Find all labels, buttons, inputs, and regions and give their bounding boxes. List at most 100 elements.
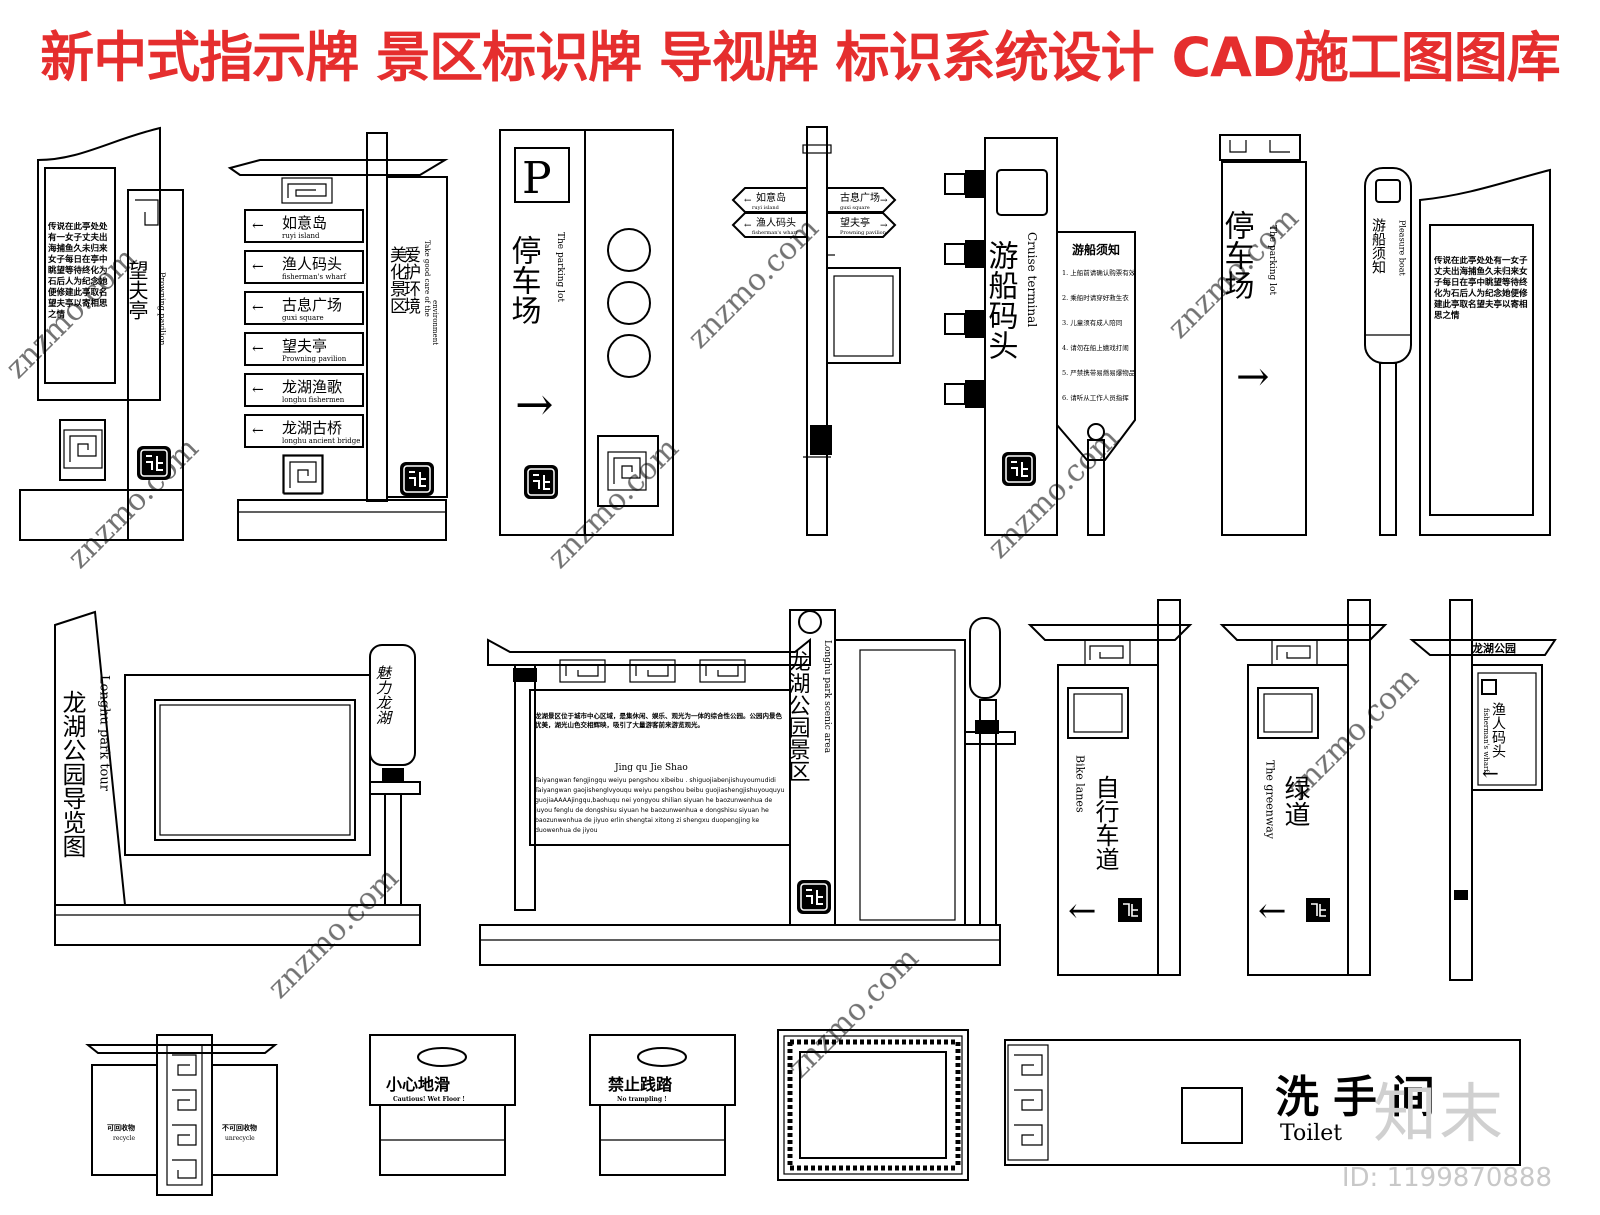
slogan-line-2: 美化景区 xyxy=(386,246,407,314)
ornamental-frame xyxy=(777,1029,969,1181)
greenway-arrow: ← xyxy=(1258,891,1287,931)
intro-side-en: Longhu park scenic area xyxy=(822,640,832,754)
bin-left-en: recycle xyxy=(113,1135,135,1142)
dir-arrow: ← xyxy=(252,382,264,398)
toilet-sign: 洗手间 Toilet xyxy=(1004,1039,1521,1166)
dir-item-cn: 古息广场 xyxy=(282,296,342,314)
arm-arrow: → xyxy=(880,221,888,231)
dir-item-en: longhu ancient bridge xyxy=(282,437,360,445)
toilet-en: Toilet xyxy=(1280,1121,1342,1146)
dir-arrow: ← xyxy=(252,423,264,439)
wharf-arrow: ← xyxy=(1482,761,1499,785)
wet-floor-cn: 小心地滑 xyxy=(386,1075,450,1094)
tour-map-side: 魅力龙湖 xyxy=(374,665,393,725)
parking-cn: 停车场 xyxy=(506,235,542,325)
parking-arrow: → xyxy=(515,377,554,431)
arm-arrow: ← xyxy=(744,221,752,231)
dir-item-cn: 渔人码头 xyxy=(282,255,342,273)
cruise-en: Cruise terminal xyxy=(1025,232,1039,327)
dir-arrow: ← xyxy=(252,300,264,316)
parking-p-symbol: P xyxy=(522,153,552,204)
parking-small-arrow: → xyxy=(1236,354,1270,400)
dir-item-en: longhu fishermen xyxy=(282,396,345,404)
parking-small-en: The parking lot xyxy=(1267,225,1277,295)
cruise-notice-line: 5. 严禁携带易燃易爆物品 xyxy=(1062,368,1135,377)
greenway-en: The greenway xyxy=(1264,760,1277,840)
no-trampling-sign: 禁止践踏 No trampling ! xyxy=(589,1034,736,1176)
dir-arrow: ← xyxy=(252,259,264,275)
arm-arrow: ← xyxy=(744,196,752,206)
directory-signpost: ← 如意岛 ruyi island ← 渔人码头 fisherman's wha… xyxy=(227,132,449,541)
banner: 新中式指示牌 景区标识牌 导视牌 标识系统设计 CAD施工图图库 xyxy=(0,18,1600,98)
cruise-notice-line: 3. 儿童须有成人陪同 xyxy=(1062,318,1122,327)
scenic-intro-board: 龙湖景区位于城市中心区域，是集休闲、娱乐、观光为一体的综合性公园。公园内景色优美… xyxy=(479,609,1016,966)
watermark-text: znzmo.com xyxy=(261,861,406,1006)
cruise-terminal-sign: 游船码头 Cruise terminal 游船须知 1. 上船前请确认购票有效 … xyxy=(944,137,1136,536)
cruise-notice-line: 6. 请听从工作人员指挥 xyxy=(1062,393,1129,402)
dir-item-en: fisherman's wharf xyxy=(282,273,347,281)
dir-item-cn: 如意岛 xyxy=(282,214,327,232)
wharf-post-sign: 龙湖公园 渔人码头 fisherman's wharf ← xyxy=(1409,599,1557,981)
parking-lot-board: P 停车场 The parking lot → xyxy=(499,129,674,536)
image-id: ID: 1199870888 xyxy=(1341,1163,1552,1193)
intro-side-cn: 龙湖公园景区 xyxy=(785,650,811,782)
dir-item-cn: 龙湖古桥 xyxy=(282,419,342,437)
intro-title: Jing qu Jie Shao xyxy=(614,763,688,773)
arm-cn: 古息广场 xyxy=(840,191,880,204)
cruise-notice-line: 4. 请勿在船上嬉戏打闹 xyxy=(1062,343,1129,352)
pleasure-story: 传说在此亭处处有一女子丈夫出海捕鱼久未归来女子每日在亭中眺望等待终化为石后人为纪… xyxy=(1434,256,1528,321)
no-trampling-cn: 禁止践踏 xyxy=(608,1075,673,1094)
arm-en: ruyi island xyxy=(752,205,780,211)
dir-arrow: ← xyxy=(252,218,264,234)
tour-map-board: 龙湖公园导览图 Longhu park tour 魅力龙湖 xyxy=(54,610,421,946)
wet-floor-en: Cautious! Wet Floor ! xyxy=(393,1096,465,1103)
arm-cn: 渔人码头 xyxy=(756,217,796,229)
slogan-line-1: 爱护环境 xyxy=(400,246,421,314)
parking-lot-small-board: 停车场 The parking lot → xyxy=(1219,134,1307,536)
arm-cn: 望夫亭 xyxy=(840,216,870,229)
dir-item-en: ruyi island xyxy=(282,232,320,240)
dir-item-en: Prowning pavilion xyxy=(282,355,347,363)
cruise-notice-title: 游船须知 xyxy=(1072,242,1120,257)
recycle-bins: 可回收物 recycle 不可回收物 unrecycle xyxy=(85,1034,278,1196)
cruise-notice-line: 1. 上船前请确认购票有效 xyxy=(1062,268,1136,277)
intro-cn-body: 龙湖景区位于城市中心区域，是集休闲、娱乐、观光为一体的综合性公园。公园内景色优美… xyxy=(535,712,782,729)
dir-item-en: guxi square xyxy=(282,314,324,322)
slogan-en-2: environment xyxy=(431,300,439,345)
arm-en: fisherman's wharf xyxy=(752,230,799,236)
slogan-en-1: Take good care of the xyxy=(423,240,431,317)
wangfu-name-cn: 望夫亭 xyxy=(125,260,149,320)
cruise-cn: 游船码头 xyxy=(983,240,1019,360)
parking-en: The parking lot xyxy=(555,232,565,302)
dir-arrow: ← xyxy=(252,341,264,357)
bollards xyxy=(944,170,985,408)
wharf-cn: 渔人码头 xyxy=(1490,702,1506,758)
bin-left-cn: 可回收物 xyxy=(107,1123,135,1132)
arm-en: Prowning pavilion xyxy=(840,230,887,236)
arm-en: guxi square xyxy=(840,205,870,211)
greenway-cn: 绿道 xyxy=(1280,775,1310,827)
dir-item-cn: 望夫亭 xyxy=(282,337,327,355)
directory-items: ← 如意岛 ruyi island ← 渔人码头 fisherman's wha… xyxy=(244,209,364,448)
intro-en-body: Taiyangwan fengjingqu weiyu pengshou xib… xyxy=(535,777,785,834)
arm-signpost: ← 如意岛 ruyi island ← 渔人码头 fisherman's wha… xyxy=(731,126,901,536)
pleasure-boat-sign: 游船须知 Pleasure boat 传说在此亭处处有一女子丈夫出海捕鱼久未归来… xyxy=(1364,167,1551,536)
watermark-layer: znzmo.com znzmo.com znzmo.com znzmo.com … xyxy=(0,201,1426,1086)
wharf-top: 龙湖公园 xyxy=(1471,641,1516,655)
greenway-sign: 绿道 The greenway ← xyxy=(1219,599,1388,976)
wharf-en: fisherman's wharf xyxy=(1482,708,1490,773)
wangfu-name-en: Prowning pavilion xyxy=(158,272,167,345)
bike-cn: 自行车道 xyxy=(1091,775,1119,871)
bin-right-cn: 不可回收物 xyxy=(222,1123,257,1132)
bike-lanes-sign: 自行车道 Bike lanes ← xyxy=(1027,599,1193,976)
arm-cn: 如意岛 xyxy=(756,191,786,204)
tour-map-cn: 龙湖公园导览图 xyxy=(58,690,86,858)
brand-logo: 知末 xyxy=(1373,1078,1505,1152)
dir-item-cn: 龙湖渔歌 xyxy=(282,378,342,396)
banner-title: 新中式指示牌 景区标识牌 导视牌 标识系统设计 CAD施工图图库 xyxy=(39,25,1561,90)
wet-floor-sign: 小心地滑 Cautious! Wet Floor ! xyxy=(369,1034,516,1176)
pleasure-cn: 游船须知 xyxy=(1370,218,1386,274)
bike-arrow: ← xyxy=(1068,891,1097,931)
bin-right-en: unrecycle xyxy=(225,1135,255,1142)
